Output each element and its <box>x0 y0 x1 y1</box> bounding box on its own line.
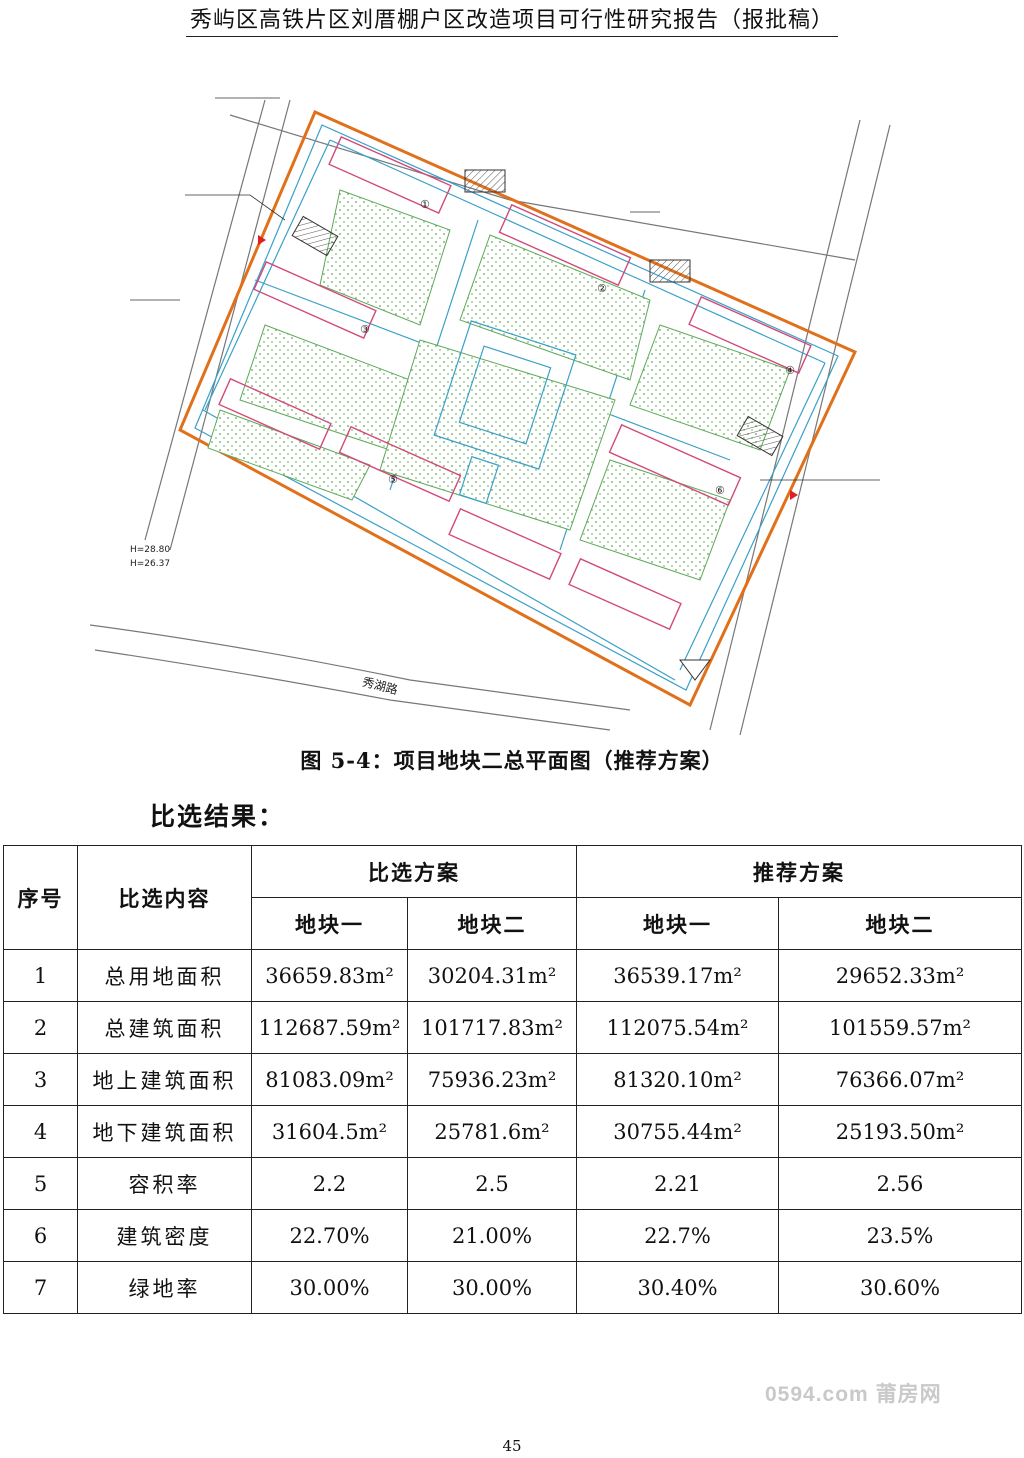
entrances <box>291 169 784 681</box>
cell-item: 总用地面积 <box>77 949 252 1002</box>
cell-value: 22.7% <box>576 1209 779 1262</box>
building-numbers: ① ② ③ ④ ⑤ ⑥ <box>360 198 795 497</box>
green-spaces <box>207 189 791 581</box>
cell-value: 76366.07m² <box>778 1053 1022 1106</box>
cell-value: 2.5 <box>407 1157 577 1210</box>
bldg-label-6: ⑥ <box>715 484 725 497</box>
cell-value: 81083.09m² <box>251 1053 408 1106</box>
subheader-plot-2: 地块二 <box>407 897 577 950</box>
buildings <box>218 135 812 631</box>
cell-no: 3 <box>3 1053 78 1106</box>
cell-value: 2.56 <box>778 1157 1022 1210</box>
cell-value: 101717.83m² <box>407 1001 577 1054</box>
table-row: 6 建筑密度 22.70% 21.00% 22.7% 23.5% <box>3 1209 1022 1262</box>
road-label-xiuhu: 秀湖路 <box>361 674 400 697</box>
entry-markers <box>258 235 798 500</box>
document-title: 秀屿区高铁片区刘厝棚户区改造项目可行性研究报告（报批稿） <box>185 2 838 37</box>
bldg-label-4: ④ <box>785 364 795 377</box>
cell-value: 75936.23m² <box>407 1053 577 1106</box>
cell-item: 绿地率 <box>77 1261 252 1314</box>
cell-no: 7 <box>3 1261 78 1314</box>
watermark: 0594.com 莆房网 <box>765 1383 942 1406</box>
cell-value: 22.70% <box>251 1209 408 1262</box>
site-plan-figure: ① ② ③ ④ ⑤ ⑥ H=28.80 H=26.37 秀湖路 <box>90 97 891 736</box>
cell-value: 21.00% <box>407 1209 577 1262</box>
cell-item: 总建筑面积 <box>77 1001 252 1054</box>
cell-value: 23.5% <box>778 1209 1022 1262</box>
cell-no: 1 <box>3 949 78 1002</box>
cell-value: 25781.6m² <box>407 1105 577 1158</box>
table-row: 4 地下建筑面积 31604.5m² 25781.6m² 30755.44m² … <box>3 1105 1022 1158</box>
cell-value: 2.2 <box>251 1157 408 1210</box>
cell-value: 30.40% <box>576 1261 779 1314</box>
table-header-row: 序号 比选内容 比选方案 推荐方案 <box>3 845 1022 950</box>
bldg-label-3: ③ <box>360 323 370 336</box>
document-header: 秀屿区高铁片区刘厝棚户区改造项目可行性研究报告（报批稿） <box>0 2 1024 37</box>
figure-caption: 图 5-4：项目地块二总平面图（推荐方案） <box>300 748 724 773</box>
bldg-label-2: ② <box>597 282 607 295</box>
cell-value: 81320.10m² <box>576 1053 779 1106</box>
table-row: 1 总用地面积 36659.83m² 30204.31m² 36539.17m²… <box>3 949 1022 1002</box>
subheader-plot-1: 地块一 <box>251 897 408 950</box>
bldg-label-1: ① <box>420 198 430 211</box>
page-number: 45 <box>502 1437 522 1455</box>
table-subheader-row: 地块一 地块二 地块一 地块二 <box>4 897 1022 950</box>
cell-value: 36659.83m² <box>251 949 408 1002</box>
cell-value: 30.00% <box>407 1261 577 1314</box>
cell-no: 5 <box>3 1157 78 1210</box>
header-recommend-scheme: 推荐方案 <box>576 845 1022 898</box>
cell-no: 4 <box>3 1105 78 1158</box>
table-row: 3 地上建筑面积 81083.09m² 75936.23m² 81320.10m… <box>3 1053 1022 1106</box>
bldg-label-5: ⑤ <box>388 473 398 486</box>
header-item: 比选内容 <box>77 845 252 950</box>
cell-value: 112075.54m² <box>576 1001 779 1054</box>
subheader-plot-1: 地块一 <box>576 897 779 950</box>
leader-lines <box>130 97 880 481</box>
section-title: 比选结果： <box>150 802 286 831</box>
cell-item: 容积率 <box>77 1157 252 1210</box>
cell-no: 6 <box>3 1209 78 1262</box>
elevation-label-1: H=28.80 <box>130 545 170 555</box>
header-compare-scheme: 比选方案 <box>251 845 577 898</box>
header-seq: 序号 <box>3 845 78 950</box>
cell-value: 30755.44m² <box>576 1105 779 1158</box>
cell-no: 2 <box>3 1001 78 1054</box>
cell-value: 31604.5m² <box>251 1105 408 1158</box>
table-row: 2 总建筑面积 112687.59m² 101717.83m² 112075.5… <box>3 1001 1022 1054</box>
comparison-table: 序号 比选内容 比选方案 推荐方案 地块一 地块二 地块一 地块二 1 总用地面… <box>3 845 1022 1314</box>
cell-value: 30.60% <box>778 1261 1022 1314</box>
subheader-plot-2: 地块二 <box>778 897 1022 950</box>
cell-value: 36539.17m² <box>576 949 779 1002</box>
cell-value: 25193.50m² <box>778 1105 1022 1158</box>
central-plaza <box>433 320 577 505</box>
cell-item: 地上建筑面积 <box>77 1053 252 1106</box>
cell-value: 30.00% <box>251 1261 408 1314</box>
cell-item: 地下建筑面积 <box>77 1105 252 1158</box>
cell-value: 112687.59m² <box>251 1001 408 1054</box>
table-row: 5 容积率 2.2 2.5 2.21 2.56 <box>3 1157 1022 1210</box>
table-row: 7 绿地率 30.00% 30.00% 30.40% 30.60% <box>3 1261 1022 1314</box>
cell-item: 建筑密度 <box>77 1209 252 1262</box>
cell-value: 101559.57m² <box>778 1001 1022 1054</box>
cell-value: 2.21 <box>576 1157 779 1210</box>
cell-value: 29652.33m² <box>778 949 1022 1002</box>
elevation-label-2: H=26.37 <box>130 559 170 569</box>
cell-value: 30204.31m² <box>407 949 577 1002</box>
